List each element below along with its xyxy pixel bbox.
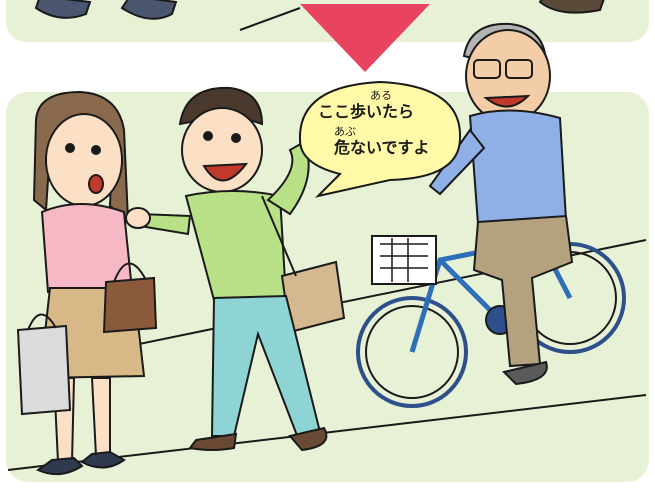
ruby-abu: あぶ — [334, 125, 356, 138]
ruby-aru: ある — [370, 89, 392, 102]
bicycle — [356, 235, 626, 408]
speech-line-2: 危ないですよ — [334, 138, 430, 157]
old-man-figure — [428, 22, 574, 386]
young-man-figure — [125, 86, 346, 452]
woman-figure — [16, 90, 158, 476]
transition-arrow-icon — [300, 4, 430, 72]
top-panel-shoes — [34, 0, 605, 31]
speech-bubble-text: ある ここ歩いたら あぶ 危ないですよ — [300, 82, 460, 178]
speech-line-1: ここ歩いたら — [318, 102, 415, 121]
